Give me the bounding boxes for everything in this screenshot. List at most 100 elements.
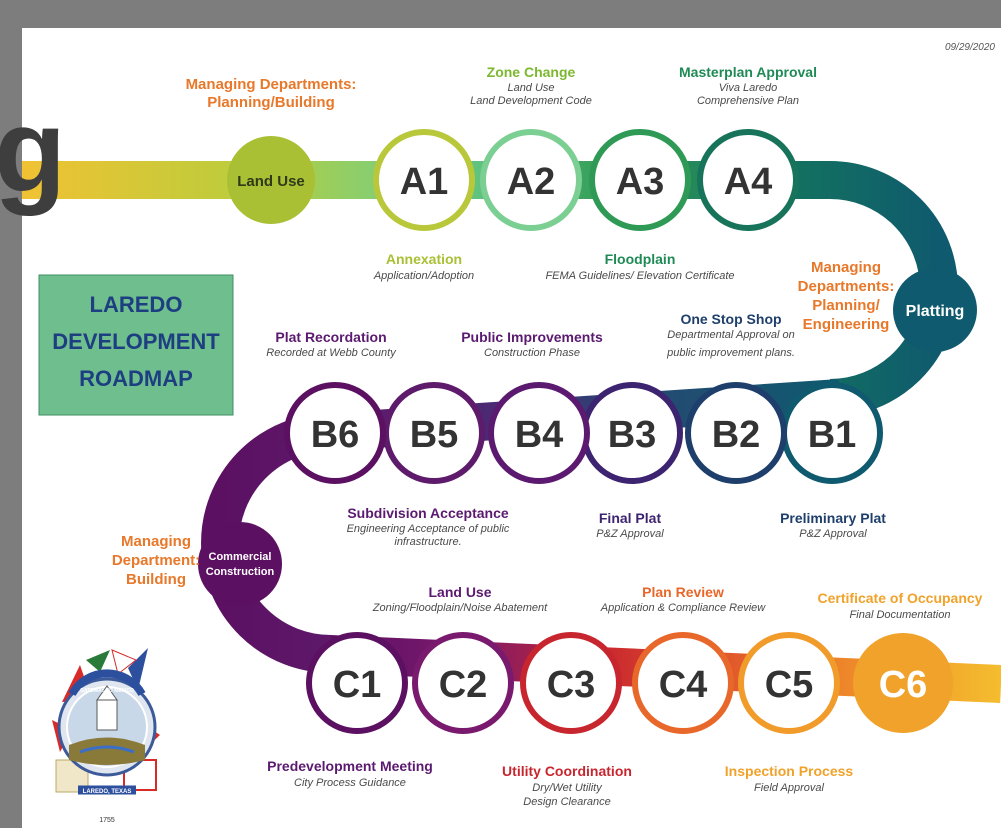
caption-a2-title: Zone Change: [487, 64, 576, 80]
city-seal-logo: GATEWAY TO MEXICO LAREDO, TEXAS 1755: [52, 648, 160, 824]
caption-b2-sub-2: public improvement plans.: [666, 347, 795, 359]
caption-a2-sub-1: Land Use: [507, 82, 554, 94]
caption-b5-sub-1: Engineering Acceptance of public: [347, 523, 510, 535]
hub-land-use-label: Land Use: [237, 173, 305, 190]
hub-commercial-label-2: Construction: [206, 566, 275, 578]
caption-a4-sub-2: Comprehensive Plan: [697, 95, 799, 107]
stage-a3-label: A3: [616, 161, 665, 203]
caption-b1-sub-1: P&Z Approval: [799, 528, 867, 540]
stage-a4-label: A4: [724, 161, 773, 203]
caption-b3: Final Plat P&Z Approval: [596, 510, 664, 540]
caption-b4-sub-1: Construction Phase: [484, 347, 580, 359]
caption-a1-sub-1: Application/Adoption: [373, 270, 474, 282]
caption-a4-title: Masterplan Approval: [679, 64, 817, 80]
roadmap-diagram: Land Use Platting Commercial Constructio…: [22, 42, 1001, 824]
stage-b1-label: B1: [808, 414, 857, 456]
stage-a1: A1: [373, 129, 475, 231]
stage-b3: B3: [581, 382, 683, 484]
caption-b1-title: Preliminary Plat: [780, 510, 886, 526]
title-line-2: DEVELOPMENT: [52, 329, 220, 354]
department-left-line-2: Department:: [112, 552, 200, 569]
caption-b5-sub-2: infrastructure.: [394, 536, 461, 548]
caption-c3-sub-1: Dry/Wet Utility: [532, 782, 603, 794]
caption-a2: Zone Change Land Use Land Development Co…: [470, 64, 592, 107]
caption-c3-title: Utility Coordination: [502, 763, 632, 779]
department-right-line-2: Departments:: [798, 278, 895, 295]
caption-b4-title: Public Improvements: [461, 329, 603, 345]
seal-year-text: 1755: [99, 817, 115, 824]
partial-heading-glyph: g: [0, 85, 67, 217]
department-top: Managing Departments: Planning/Building: [186, 76, 357, 111]
caption-b6: Plat Recordation Recorded at Webb County: [266, 329, 397, 359]
stage-a2: A2: [480, 129, 582, 231]
caption-c5: Inspection Process Field Approval: [725, 763, 854, 794]
stage-b6-label: B6: [311, 414, 360, 456]
department-left: Managing Department: Building: [112, 533, 200, 588]
stage-a1-label: A1: [400, 161, 449, 203]
seal-city-text: LAREDO, TEXAS: [83, 789, 132, 795]
caption-b6-title: Plat Recordation: [275, 329, 386, 345]
caption-a1-title: Annexation: [386, 251, 462, 267]
stage-a2-label: A2: [507, 161, 556, 203]
stage-b3-label: B3: [608, 414, 657, 456]
caption-b2-sub-1: Departmental Approval on: [667, 329, 794, 341]
caption-c2-sub-1: Zoning/Floodplain/Noise Abatement: [372, 602, 548, 614]
department-left-line-1: Managing: [121, 533, 191, 550]
caption-a4: Masterplan Approval Viva Laredo Comprehe…: [679, 64, 817, 107]
caption-c6-sub-1: Final Documentation: [850, 609, 951, 621]
stage-b2: B2: [685, 382, 787, 484]
stage-c6-label: C6: [879, 664, 928, 706]
stage-c4: C4: [632, 632, 734, 734]
title-line-3: ROADMAP: [79, 366, 193, 391]
caption-c2: Land Use Zoning/Floodplain/Noise Abateme…: [372, 584, 548, 614]
caption-b5-title: Subdivision Acceptance: [347, 505, 509, 521]
caption-a3: Floodplain FEMA Guidelines/ Elevation Ce…: [545, 251, 734, 282]
hub-platting-label: Platting: [906, 303, 965, 320]
department-right-line-1: Managing: [811, 259, 881, 276]
hub-commercial-construction: Commercial Construction: [198, 522, 282, 606]
stage-c4-label: C4: [659, 664, 708, 706]
caption-b3-sub-1: P&Z Approval: [596, 528, 664, 540]
caption-a1: Annexation Application/Adoption: [373, 251, 474, 282]
caption-b2-title: One Stop Shop: [680, 311, 781, 327]
caption-b1: Preliminary Plat P&Z Approval: [780, 510, 886, 540]
department-left-line-3: Building: [126, 571, 186, 588]
roadmap-title-box: LAREDO DEVELOPMENT ROADMAP: [38, 274, 234, 416]
caption-c1-title: Predevelopment Meeting: [267, 758, 433, 774]
stage-c3: C3: [520, 632, 622, 734]
department-right-line-4: Engineering: [803, 316, 890, 333]
date-stamp: 09/29/2020: [945, 42, 995, 53]
caption-c2-title: Land Use: [428, 584, 491, 600]
stage-c2: C2: [412, 632, 514, 734]
stage-b4-label: B4: [515, 414, 564, 456]
stage-b5: B5: [383, 382, 485, 484]
caption-a2-sub-2: Land Development Code: [470, 95, 592, 107]
department-top-line-1: Managing Departments:: [186, 76, 357, 93]
caption-b3-title: Final Plat: [599, 510, 662, 526]
hub-land-use: Land Use: [227, 136, 315, 224]
caption-c6-title: Certificate of Occupancy: [818, 590, 983, 606]
caption-c5-title: Inspection Process: [725, 763, 854, 779]
stage-c1: C1: [306, 632, 408, 734]
stage-b4: B4: [488, 382, 590, 484]
caption-a3-sub-1: FEMA Guidelines/ Elevation Certificate: [545, 270, 734, 282]
department-right-line-3: Planning/: [812, 297, 880, 314]
caption-b5: Subdivision Acceptance Engineering Accep…: [347, 505, 510, 548]
stage-c1-label: C1: [333, 664, 382, 706]
stage-b5-label: B5: [410, 414, 459, 456]
caption-c4: Plan Review Application & Compliance Rev…: [600, 584, 767, 614]
stage-b1: B1: [781, 382, 883, 484]
title-line-1: LAREDO: [90, 292, 183, 317]
stage-b6: B6: [284, 382, 386, 484]
stage-a3: A3: [589, 129, 691, 231]
caption-c3: Utility Coordination Dry/Wet Utility Des…: [502, 763, 632, 808]
stage-b2-label: B2: [712, 414, 761, 456]
stage-c6: C6: [853, 633, 953, 733]
caption-b6-sub-1: Recorded at Webb County: [266, 347, 397, 359]
caption-c3-sub-2: Design Clearance: [523, 796, 610, 808]
stage-a4: A4: [697, 129, 799, 231]
stage-c2-label: C2: [439, 664, 488, 706]
stage-c3-label: C3: [547, 664, 596, 706]
seal-banner-text: GATEWAY TO MEXICO: [80, 688, 134, 694]
